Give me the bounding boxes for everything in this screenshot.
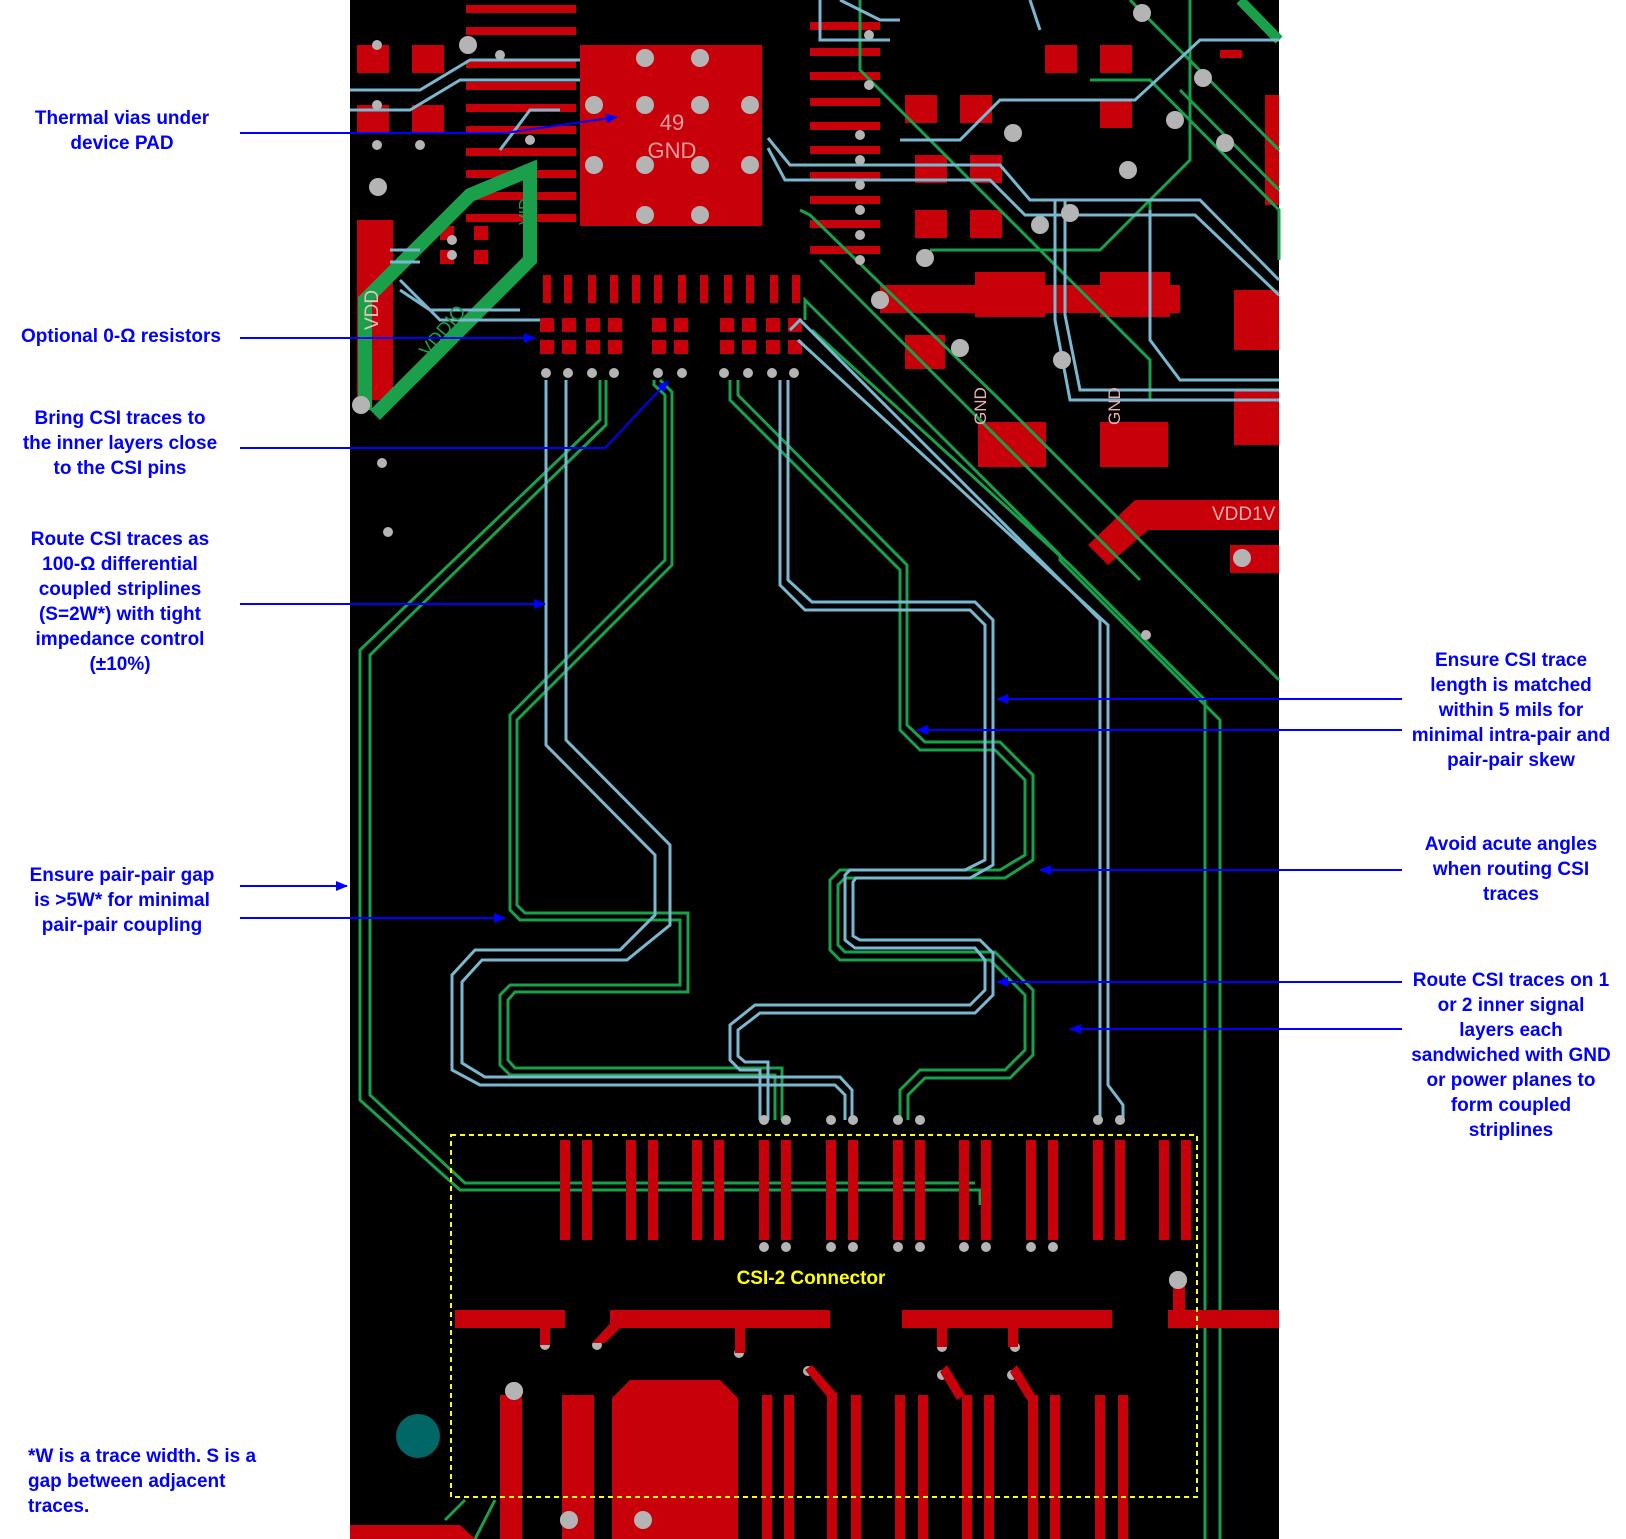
exposed-pad	[580, 45, 762, 226]
callout-line: Avoid acute angles	[1424, 834, 1598, 855]
gnd-label-a: GND	[971, 387, 990, 425]
callout-line: form coupled	[1450, 1095, 1572, 1116]
callout-line: layers each	[1459, 1020, 1563, 1041]
callout-line: Route CSI traces as	[30, 529, 210, 550]
callout-pair-gap: Ensure pair-pair gap is >5W* for minimal…	[10, 863, 234, 938]
callout-line: length is matched	[1430, 675, 1592, 696]
callout-inner-signal: Route CSI traces on 1 or 2 inner signal …	[1396, 968, 1626, 1143]
callout-line: to the CSI pins	[53, 458, 187, 479]
callout-line: when routing CSI	[1432, 859, 1590, 880]
callout-thermal-vias: Thermal vias under device PAD	[12, 106, 232, 156]
callout-line: impedance control	[35, 629, 205, 650]
callout-striplines: Route CSI traces as 100-Ω differential c…	[10, 527, 230, 677]
inner-layer-2-traces	[350, 0, 1281, 1120]
callout-line: Ensure CSI trace	[1434, 650, 1588, 671]
callout-line: the inner layers close	[22, 433, 218, 454]
pad-number-label: 49	[660, 110, 684, 135]
callout-line: or power planes to	[1426, 1070, 1596, 1091]
vid-label: VID	[517, 198, 534, 225]
arrow-thermal-vias	[240, 113, 618, 134]
footnote-line: gap between adjacent	[28, 1471, 226, 1492]
vdd1v-label: VDD1V	[1212, 504, 1276, 525]
mounting-hole	[396, 1414, 440, 1458]
callout-length-match: Ensure CSI trace length is matched withi…	[1396, 648, 1626, 773]
connector-vias	[505, 1271, 1187, 1529]
callout-line: 100-Ω differential	[42, 554, 198, 575]
footnote-line: traces.	[28, 1496, 90, 1517]
connector-label: CSI-2 Connector	[737, 1268, 886, 1289]
top-copper	[357, 5, 1279, 573]
callout-line: pair-pair coupling	[41, 915, 203, 936]
callout-line: Ensure pair-pair gap	[29, 865, 215, 886]
callout-arrows	[240, 113, 1402, 1034]
callout-line: device PAD	[70, 133, 174, 154]
callout-line: (S=2W*) with tight	[38, 604, 201, 625]
callout-line: Optional 0-Ω resistors	[20, 326, 221, 347]
callout-line: coupled striplines	[38, 579, 202, 600]
callout-acute-angles: Avoid acute angles when routing CSI trac…	[1396, 832, 1626, 907]
callout-line: Route CSI traces on 1	[1412, 970, 1610, 991]
callout-line: (±10%)	[89, 654, 151, 675]
footnote: *W is a trace width. S is a gap between …	[28, 1444, 328, 1519]
callout-line: minimal intra-pair and	[1411, 725, 1611, 746]
callout-line: striplines	[1468, 1120, 1554, 1141]
pcb-board	[350, 0, 1279, 1539]
callout-line: is >5W* for minimal	[34, 890, 210, 911]
gnd-label-b: GND	[1105, 387, 1124, 425]
vdd-label: VDD	[362, 290, 383, 330]
callout-line: traces	[1483, 884, 1539, 905]
footnote-line: *W is a trace width. S is a	[28, 1446, 257, 1467]
callout-line: within 5 mils for	[1438, 700, 1584, 721]
callout-resistors: Optional 0-Ω resistors	[4, 324, 238, 349]
callout-line: Bring CSI traces to	[34, 408, 206, 429]
connector-pads	[350, 1140, 1279, 1539]
callout-line: pair-pair skew	[1447, 750, 1575, 771]
arrow-inner-layers	[240, 380, 669, 449]
callout-inner-layers: Bring CSI traces to the inner layers clo…	[0, 406, 240, 481]
connector-outline	[450, 1134, 1198, 1498]
callout-line: or 2 inner signal	[1437, 995, 1585, 1016]
pad-net-label: GND	[648, 138, 697, 163]
callout-line: sandwiched with GND	[1411, 1045, 1611, 1066]
callout-line: Thermal vias under	[34, 108, 210, 129]
